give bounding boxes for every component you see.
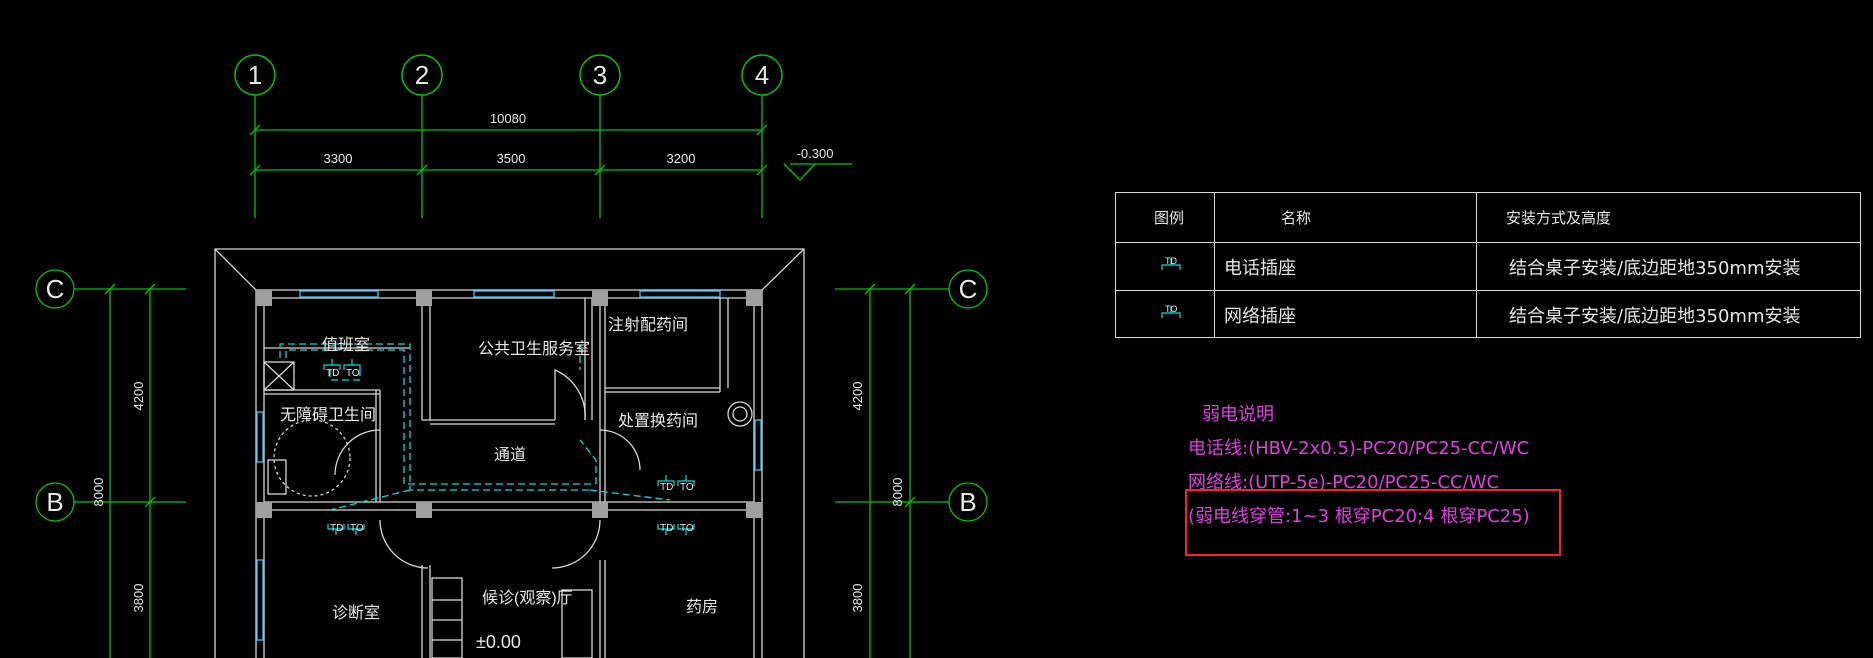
axis-bubble-4: [741, 54, 783, 96]
room-label-corridor: 通道: [494, 446, 526, 464]
windows: [256, 290, 762, 641]
axis-label-2: 2: [415, 60, 429, 90]
legend-divider: [1476, 193, 1477, 337]
legend-table: 图例 名称 安装方式及高度 TD 电话插座 结合桌子安装/底边距地350mm安装…: [1115, 192, 1861, 338]
legend-symbol: TO: [1156, 291, 1186, 339]
weak-current-notes: 弱电说明 电话线:(HBV-2x0.5)-PC20/PC25-CC/WC 网络线…: [1188, 398, 1530, 534]
legend-symbol: TD: [1156, 243, 1186, 290]
socket-label: TO: [346, 368, 360, 379]
dim-left-lower: 3800: [131, 584, 146, 613]
legend-install: 结合桌子安装/底边距地350mm安装: [1509, 257, 1801, 279]
room-label-treatment: 处置换药间: [618, 412, 698, 430]
legend-divider: [1214, 193, 1215, 337]
axis-label-4: 4: [755, 60, 769, 90]
top-dimension-group: [249, 95, 768, 218]
axis-bubble-1: [234, 54, 276, 96]
level-mark: [783, 163, 852, 181]
dim-left-upper: 4200: [131, 382, 146, 411]
room-label-injection: 注射配药间: [608, 316, 688, 334]
legend-header-install: 安装方式及高度: [1506, 209, 1612, 227]
legend-row: TO 网络插座 结合桌子安装/底边距地350mm安装: [1116, 291, 1860, 339]
notes-telephone-cable: 电话线:(HBV-2x0.5)-PC20/PC25-CC/WC: [1188, 438, 1530, 459]
socket-label: TD: [660, 482, 673, 493]
right-dimension-group: [835, 269, 988, 658]
room-label-pharmacy: 药房: [686, 598, 718, 616]
structural-columns: [256, 290, 762, 518]
axis-label-c-left: C: [46, 274, 65, 304]
socket-label: TD: [326, 368, 339, 379]
axis-label-b-right: B: [959, 487, 976, 517]
legend-header-row: 图例 名称 安装方式及高度: [1116, 193, 1860, 243]
sockets: [323, 359, 695, 535]
socket-label: TD: [660, 523, 673, 534]
axis-label-b-left: B: [46, 487, 63, 517]
dim-right-upper: 4200: [850, 382, 865, 411]
dim-span-1: 3300: [324, 151, 353, 166]
legend-name: 网络插座: [1224, 306, 1296, 327]
network-socket-icon: TO: [1161, 304, 1181, 318]
legend-name: 电话插座: [1224, 257, 1296, 279]
room-label-duty: 值班室: [322, 336, 370, 354]
legend-header-symbol: 图例: [1154, 209, 1185, 227]
axis-label-3: 3: [593, 60, 607, 90]
socket-label: TD: [330, 523, 343, 534]
room-label-accessible-wc: 无障碍卫生间: [280, 406, 376, 424]
telephone-socket-icon: TD: [1161, 256, 1181, 270]
selection-highlight-box: [1185, 489, 1561, 556]
dim-span-2: 3500: [497, 151, 526, 166]
top-axis-bubbles: [234, 54, 783, 96]
legend-install: 结合桌子安装/底边距地350mm安装: [1509, 306, 1801, 327]
left-dimension-group: [35, 269, 186, 658]
notes-network-cable: 网络线:(UTP-5e)-PC20/PC25-CC/WC: [1188, 472, 1500, 493]
dim-right-total: 8000: [890, 478, 905, 507]
axis-bubble-3: [579, 54, 621, 96]
legend-row: TD 电话插座 结合桌子安装/底边距地350mm安装: [1116, 243, 1860, 291]
svg-text:TO: TO: [1165, 304, 1177, 314]
axis-label-1: 1: [248, 60, 262, 90]
dim-total: 10080: [490, 111, 526, 126]
room-label-diagnosis: 诊断室: [332, 604, 380, 622]
legend-header-name: 名称: [1281, 209, 1312, 227]
svg-text:TD: TD: [1165, 256, 1177, 266]
floor-level-mark: ±0.00: [476, 632, 521, 652]
socket-label: TO: [350, 523, 364, 534]
level-mark-text: -0.300: [797, 146, 834, 161]
dim-span-3: 3200: [667, 151, 696, 166]
room-label-observation: 候诊(观察)厅: [482, 589, 573, 607]
notes-title: 弱电说明: [1202, 404, 1274, 425]
socket-label: TO: [680, 482, 694, 493]
dim-left-total: 8000: [91, 478, 106, 507]
socket-label: TO: [680, 523, 694, 534]
dim-right-lower: 3800: [850, 584, 865, 613]
room-label-public-health: 公共卫生服务室: [478, 340, 590, 358]
axis-bubble-2: [401, 54, 443, 96]
axis-label-c-right: C: [959, 274, 978, 304]
weak-current-wiring: [279, 343, 671, 511]
notes-conduit-rule: (弱电线穿管:1~3 根穿PC20;4 根穿PC25): [1188, 506, 1530, 527]
building-outline: [214, 248, 805, 658]
